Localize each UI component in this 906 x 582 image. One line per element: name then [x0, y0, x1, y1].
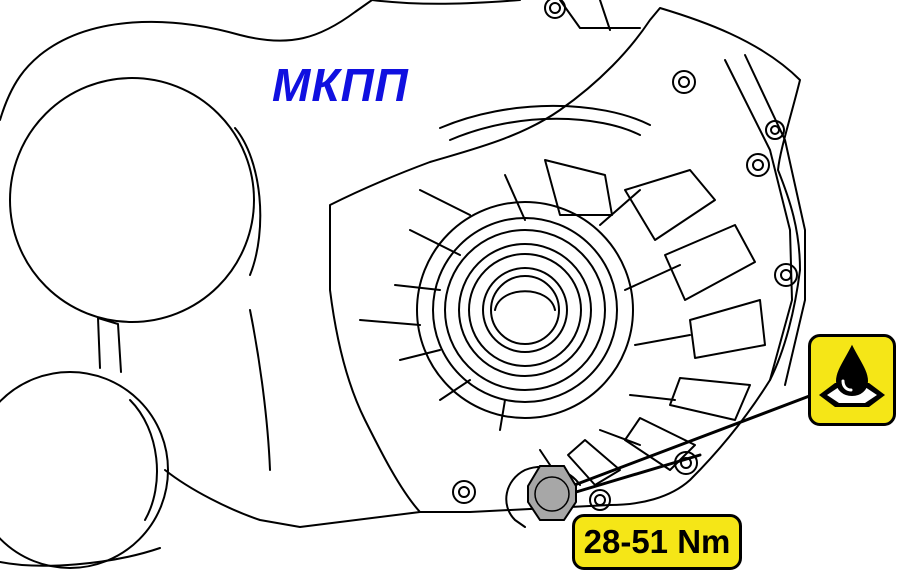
bore-inner-lip: [494, 290, 556, 311]
bore-ring-7: [490, 275, 560, 345]
bolt: [774, 263, 798, 287]
case-top-flange: [559, 0, 641, 31]
case-right-rim-2: [744, 54, 806, 386]
rib-6: [624, 417, 696, 471]
rib-3: [664, 224, 756, 301]
housing-top-edge: [371, 0, 521, 5]
leader-line-2: [554, 453, 702, 500]
bore-ring-3: [444, 229, 606, 391]
housing-lower-edge: [164, 469, 421, 528]
diagram-title: МКПП: [272, 59, 409, 111]
rib-web-3: [359, 229, 461, 361]
oil-level-icon: [819, 344, 885, 407]
rib-web-4: [419, 174, 526, 431]
drain-plug-icon: [527, 465, 577, 521]
housing-bottom-left: [0, 547, 161, 567]
bolt: [765, 120, 785, 140]
left-lower-bore-inner: [129, 399, 158, 521]
bolts: [452, 0, 798, 511]
bolt: [452, 480, 476, 504]
oil-level-badge: [808, 334, 896, 426]
housing-outer-outline: [39, 0, 373, 56]
rib-5: [669, 377, 751, 421]
left-lower-bore: [0, 371, 169, 569]
left-upper-bore: [9, 77, 255, 323]
torque-spec-label: 28-51 Nm: [572, 514, 742, 570]
case-outline: [329, 7, 801, 513]
case-inner-arc-2: [439, 104, 651, 129]
housing-neck: [97, 317, 122, 373]
bore-ring-6: [482, 267, 568, 353]
bolt: [746, 153, 770, 177]
bore-ring-4: [458, 243, 592, 377]
bore-ring-2: [432, 217, 618, 403]
case-inner-arc: [449, 117, 641, 141]
leader-line: [554, 390, 822, 494]
bore-ring-1: [416, 201, 634, 419]
rib-web-1: [599, 189, 691, 346]
case-right-rim: [724, 59, 793, 381]
bolt: [544, 0, 566, 19]
left-upper-bore-inner: [234, 127, 262, 276]
rib-2: [624, 169, 716, 241]
bolt: [589, 489, 611, 511]
housing-left-edge: [0, 54, 41, 121]
housing-mid-edge: [249, 309, 271, 471]
bolt: [672, 70, 696, 94]
bore-ring-5: [468, 253, 582, 367]
rib-4: [689, 299, 766, 359]
